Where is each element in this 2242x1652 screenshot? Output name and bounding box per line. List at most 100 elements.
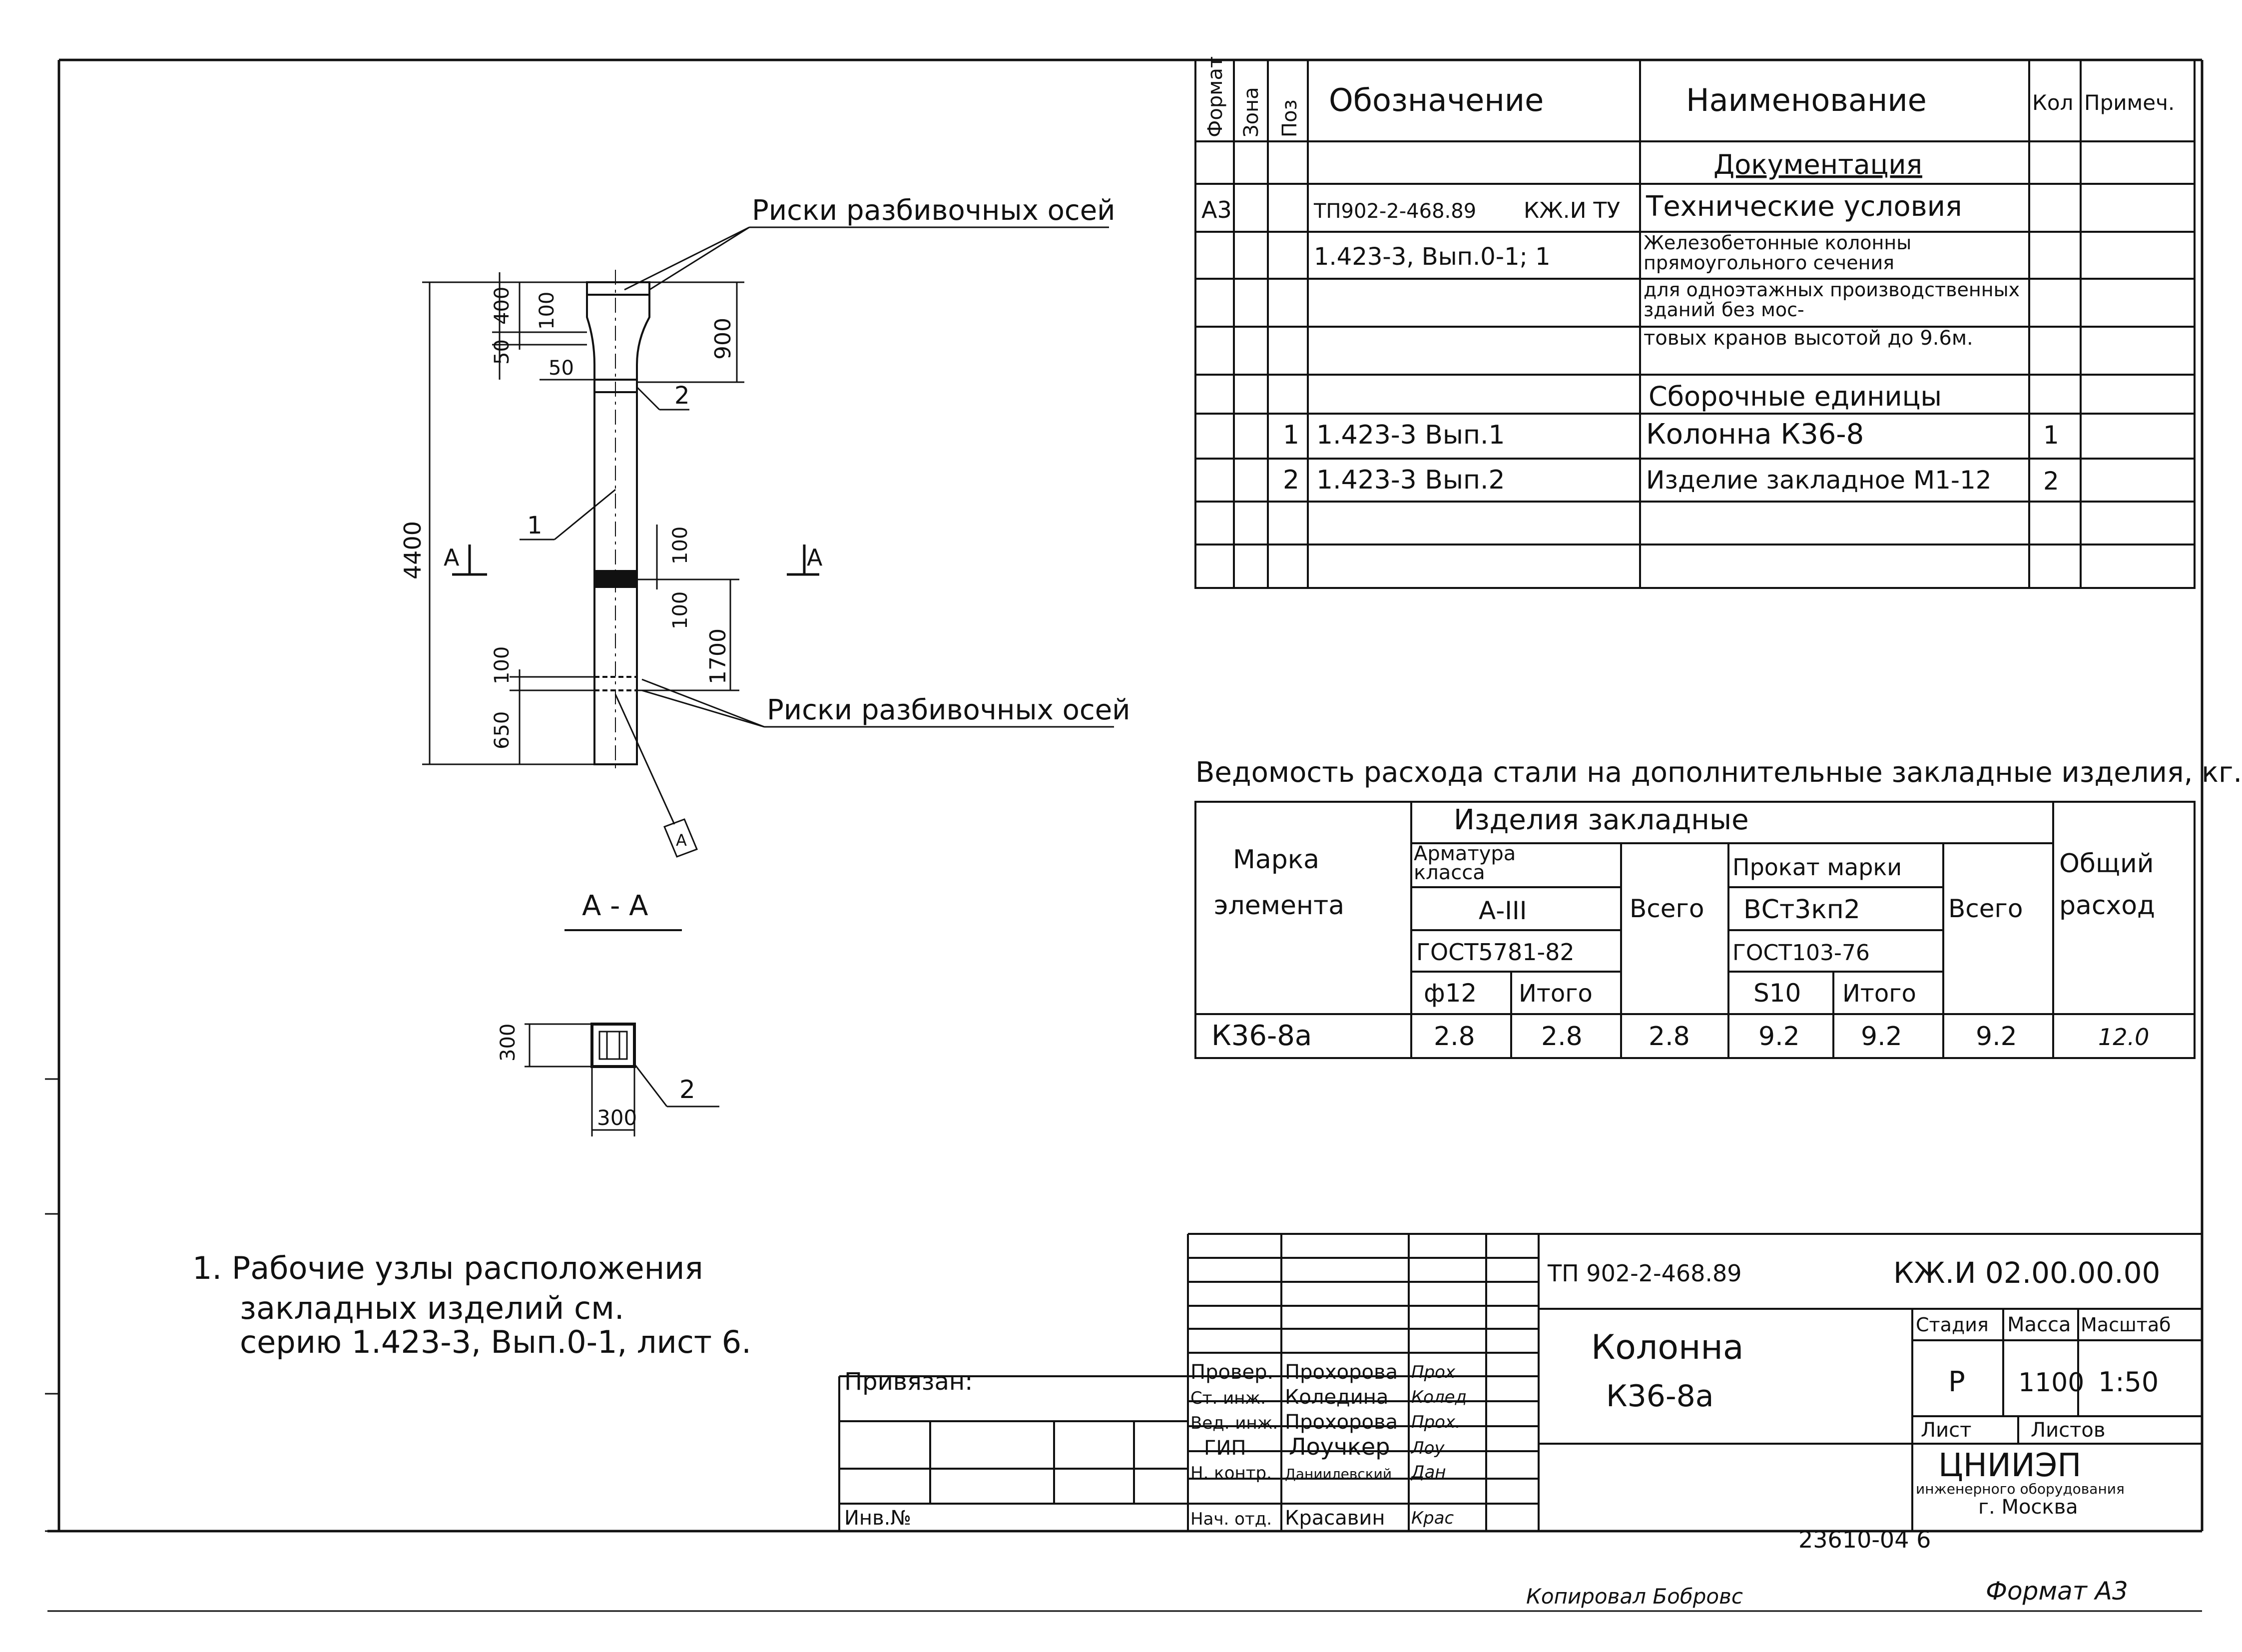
title-sheet-header: Лист [1921, 1419, 1971, 1442]
signature-mark: Крас [1411, 1508, 1454, 1528]
steel-cell-sub2: 9.2 [1861, 1022, 1902, 1052]
spec-row-qty: 1 [2043, 421, 2059, 450]
signature-name: Лоучкер [1289, 1433, 1390, 1460]
dim-100-mid2: 100 [669, 591, 692, 629]
steel-table-row: К36-8а 2.8 2.8 2.8 9.2 9.2 9.2 12.0 [1211, 1020, 2149, 1052]
dim-100-mid: 100 [669, 527, 692, 564]
title-stage: Р [1948, 1366, 1965, 1398]
signature-name: Коледина [1285, 1386, 1388, 1409]
spec-header-designation: Обозначение [1329, 82, 1544, 118]
spec-row-format: А3 [1201, 196, 1232, 223]
spec-header-format: Формат [1204, 56, 1227, 137]
steel-group-header: Изделия закладные [1454, 804, 1749, 836]
spec-row-name: для одноэтажных производственных зданий … [1644, 280, 2020, 321]
steel-all-2: Всего [1948, 894, 2023, 923]
note-line-3: серию 1.423-3, Вып.0-1, лист 6. [240, 1324, 751, 1360]
spec-row-designation: 1.423-3 Вып.2 [1316, 465, 1505, 495]
steel-cell-general: 12.0 [2098, 1024, 2149, 1051]
signature-role: Н. контр. [1190, 1463, 1272, 1483]
general-note: 1. Рабочие узлы расположения закладных и… [192, 1250, 751, 1360]
title-name-1: Колонна [1591, 1328, 1744, 1367]
spec-header-pos: Поз [1278, 99, 1301, 137]
spec-row-designation: 1.423-3 Вып.1 [1316, 420, 1505, 450]
spec-table-rows: Документация А3 ТП902-2-468.89 КЖ.И ТУ Т… [1201, 149, 2059, 496]
risks-label-bottom: Риски разбивочных осей [767, 694, 1130, 726]
spec-row-pos: 2 [1283, 465, 1299, 495]
spec-header-note: Примеч. [2084, 90, 2175, 115]
spec-header-qty: Кол [2032, 90, 2073, 115]
dim-100-top: 100 [536, 292, 559, 330]
spec-row-name: Железобетонные колонны прямоугольного се… [1644, 233, 1912, 274]
spec-table-header: Формат Зона Поз Обозначение Наименование… [1204, 56, 2175, 137]
steel-table-title: Ведомость расхода стали на дополнительны… [1195, 756, 2242, 789]
leader-lines [520, 226, 1114, 858]
dim-900: 900 [710, 318, 736, 360]
steel-table-grid [1194, 801, 2196, 1059]
signature-role: Ст. инж. [1190, 1388, 1266, 1408]
section-callout-2: 2 [679, 1075, 695, 1104]
signature-mark: Колед [1411, 1387, 1467, 1407]
left-ticks [45, 1078, 59, 1532]
steel-cell-s10: 9.2 [1758, 1022, 1800, 1052]
dim-400: 400 [491, 287, 514, 325]
column-elevation [586, 270, 650, 772]
steel-all-1: Всего [1630, 894, 1704, 923]
steel-rebar-class: Арматура класса [1414, 844, 1516, 884]
steel-rebar-total: Итого [1519, 980, 1593, 1008]
title-scale: 1:50 [2098, 1366, 2159, 1398]
spec-header-zone: Зона [1240, 87, 1263, 137]
title-block-text: ТП 902-2-468.89 КЖ.И 02.00.00.00 Колонна… [844, 1256, 2171, 1530]
steel-rolled-size: S10 [1753, 979, 1801, 1008]
column-dimensions [422, 272, 744, 765]
steel-general-header: расход [2059, 891, 2155, 921]
dim-4400: 4400 [399, 521, 426, 579]
section-mark-node: А [676, 831, 687, 850]
title-mass-header: Масса [2007, 1313, 2071, 1336]
spec-row-qty: 2 [2043, 467, 2059, 496]
spec-row-name: Технические условия [1646, 190, 1962, 223]
title-stage-header: Стадия [1916, 1314, 1989, 1336]
steel-cell-d12: 2.8 [1434, 1022, 1475, 1052]
steel-mark-header: элемента [1214, 891, 1344, 921]
section-mark-left: А [444, 544, 460, 571]
signature-role: Провер. [1190, 1361, 1273, 1384]
steel-rolled-gost: ГОСТ103-76 [1732, 940, 1870, 966]
title-org-city: г. Москва [1978, 1496, 2078, 1519]
spec-row-name-wrap: Железобетонные колонны прямоугольного се… [1644, 233, 1912, 274]
steel-rolled-total: Итого [1842, 980, 1916, 1008]
dim-100-low: 100 [491, 646, 514, 684]
steel-rolled-grade: Прокат марки [1732, 854, 1902, 881]
dim-50-horizontal: 50 [549, 357, 574, 380]
spec-row-name: Сборочные единицы [1649, 381, 1942, 412]
drawing-labels: Риски разбивочных осей Риски разбивочных… [399, 194, 1130, 922]
spec-row-designation: 1.423-3, Вып.0-1; 1 [1314, 243, 1551, 271]
spec-row-documents: Документация [1713, 149, 1922, 180]
signature-name: Красавин [1285, 1507, 1385, 1530]
section-mark-right: А [807, 544, 823, 571]
title-mass: 1100 [2018, 1368, 2084, 1398]
steel-mark-header: Марка [1233, 845, 1319, 875]
section-a-a [525, 1023, 719, 1136]
title-name-2: К36-8а [1606, 1379, 1714, 1414]
signature-role: Вед. инж. [1190, 1413, 1278, 1433]
section-title: А - А [582, 890, 648, 922]
steel-general-header: Общий [2059, 849, 2154, 879]
steel-rebar-diam: ф12 [1424, 979, 1477, 1008]
spec-row-name: Колонна К36-8 [1646, 418, 1864, 451]
dim-1700: 1700 [705, 628, 731, 684]
spec-row-name-wrap: для одноэтажных производственных зданий … [1644, 280, 2020, 321]
title-block-grid [838, 1233, 2202, 1531]
spec-row-pos: 1 [1283, 420, 1299, 450]
steel-cell-sub1: 2.8 [1541, 1022, 1583, 1052]
spec-row-designation-suffix: КЖ.И ТУ [1524, 198, 1620, 223]
dim-300-horizontal: 300 [597, 1105, 637, 1130]
risks-label-top: Риски разбивочных осей [752, 194, 1116, 227]
steel-rebar-gost: ГОСТ5781-82 [1416, 939, 1575, 966]
steel-cell-mark: К36-8а [1211, 1020, 1312, 1052]
spec-row-name-wrap: товых кранов высотой до 9.6м. [1644, 328, 1973, 349]
steel-table-header: Марка элемента Изделия закладные Арматур… [1214, 804, 2155, 1008]
signature-role: ГИП [1204, 1437, 1246, 1460]
steel-rebar-class-wrap: Арматура класса [1414, 844, 1516, 884]
title-sheets-header: Листов [2031, 1419, 2105, 1442]
dim-650: 650 [491, 711, 514, 749]
